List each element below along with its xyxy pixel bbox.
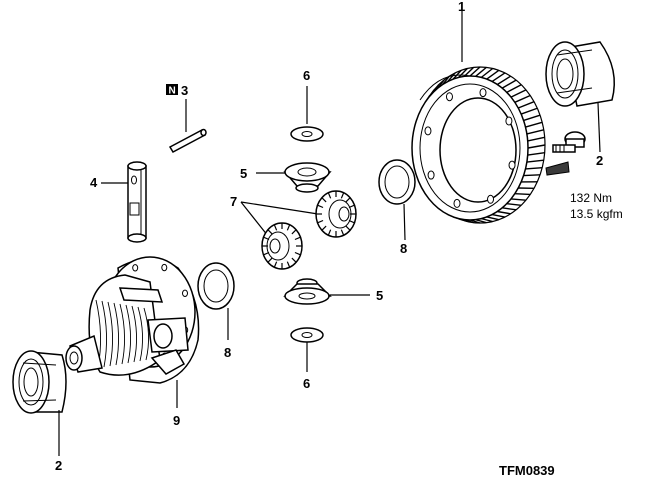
callout-pin: 3	[181, 83, 188, 98]
thrust-washer-right-leader	[403, 203, 406, 241]
bearing-right	[545, 41, 615, 107]
bearing-left	[12, 350, 67, 414]
thrust-washer-right	[378, 159, 416, 205]
pinion-gear-lower	[261, 222, 303, 270]
callout-side-gear-top: 5	[240, 166, 247, 181]
callout-bearing-left: 2	[55, 458, 62, 473]
pinion-gear-leader-b	[240, 201, 269, 237]
drawing-code: TFM0839	[499, 463, 555, 478]
torque-nm: 132 Nm	[570, 191, 612, 205]
side-gear-bottom	[283, 278, 332, 305]
differential-case	[65, 256, 200, 384]
callout-ring-gear: 1	[458, 0, 465, 14]
callout-shaft: 4	[90, 175, 98, 190]
side-gear-top	[283, 162, 332, 193]
callout-bearing-right: 2	[596, 153, 603, 168]
roll-pin	[168, 128, 207, 153]
ring-gear-bolt	[552, 131, 586, 153]
torque-kgfm: 13.5 kgfm	[570, 207, 623, 221]
callout-thrust-washer-left: 8	[224, 345, 231, 360]
torque-wrench-icon	[545, 161, 570, 176]
pinion-shaft	[127, 161, 147, 243]
pinion-gear-leader-a	[240, 201, 319, 215]
washer-top	[290, 126, 324, 142]
ring-gear	[411, 66, 546, 224]
thrust-washer-left	[197, 262, 235, 310]
callout-thrust-washer-right: 8	[400, 241, 407, 256]
callout-case: 9	[173, 413, 180, 428]
callout-side-gear-bottom: 5	[376, 288, 383, 303]
callout-washer-bottom: 6	[303, 376, 310, 391]
new-part-badge	[166, 84, 178, 95]
washer-bottom	[290, 327, 324, 343]
new-part-badge-letter: N	[169, 86, 176, 97]
callout-pinion-gears: 7	[230, 194, 237, 209]
pinion-gear-upper	[315, 190, 357, 238]
callout-washer-top: 6	[303, 68, 310, 83]
bearing-right-leader	[597, 102, 601, 153]
